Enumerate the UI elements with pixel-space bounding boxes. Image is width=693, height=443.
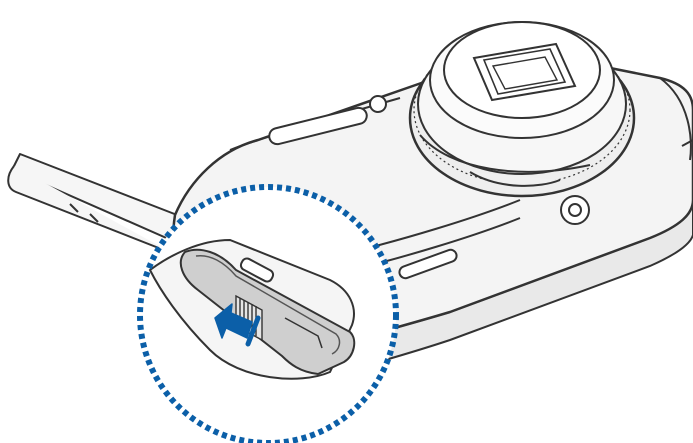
mic-hole [369, 95, 387, 113]
magnifier-callout-icon [137, 184, 399, 443]
insert-arrow-icon [214, 303, 261, 347]
side-cover-slot [179, 248, 356, 376]
speaker-grille [268, 106, 368, 146]
usb-port-icon [239, 257, 275, 283]
stylus-stick-icon [7, 153, 191, 255]
zoom-lens-icon [408, 21, 636, 198]
audio-jack-icon [560, 195, 590, 225]
